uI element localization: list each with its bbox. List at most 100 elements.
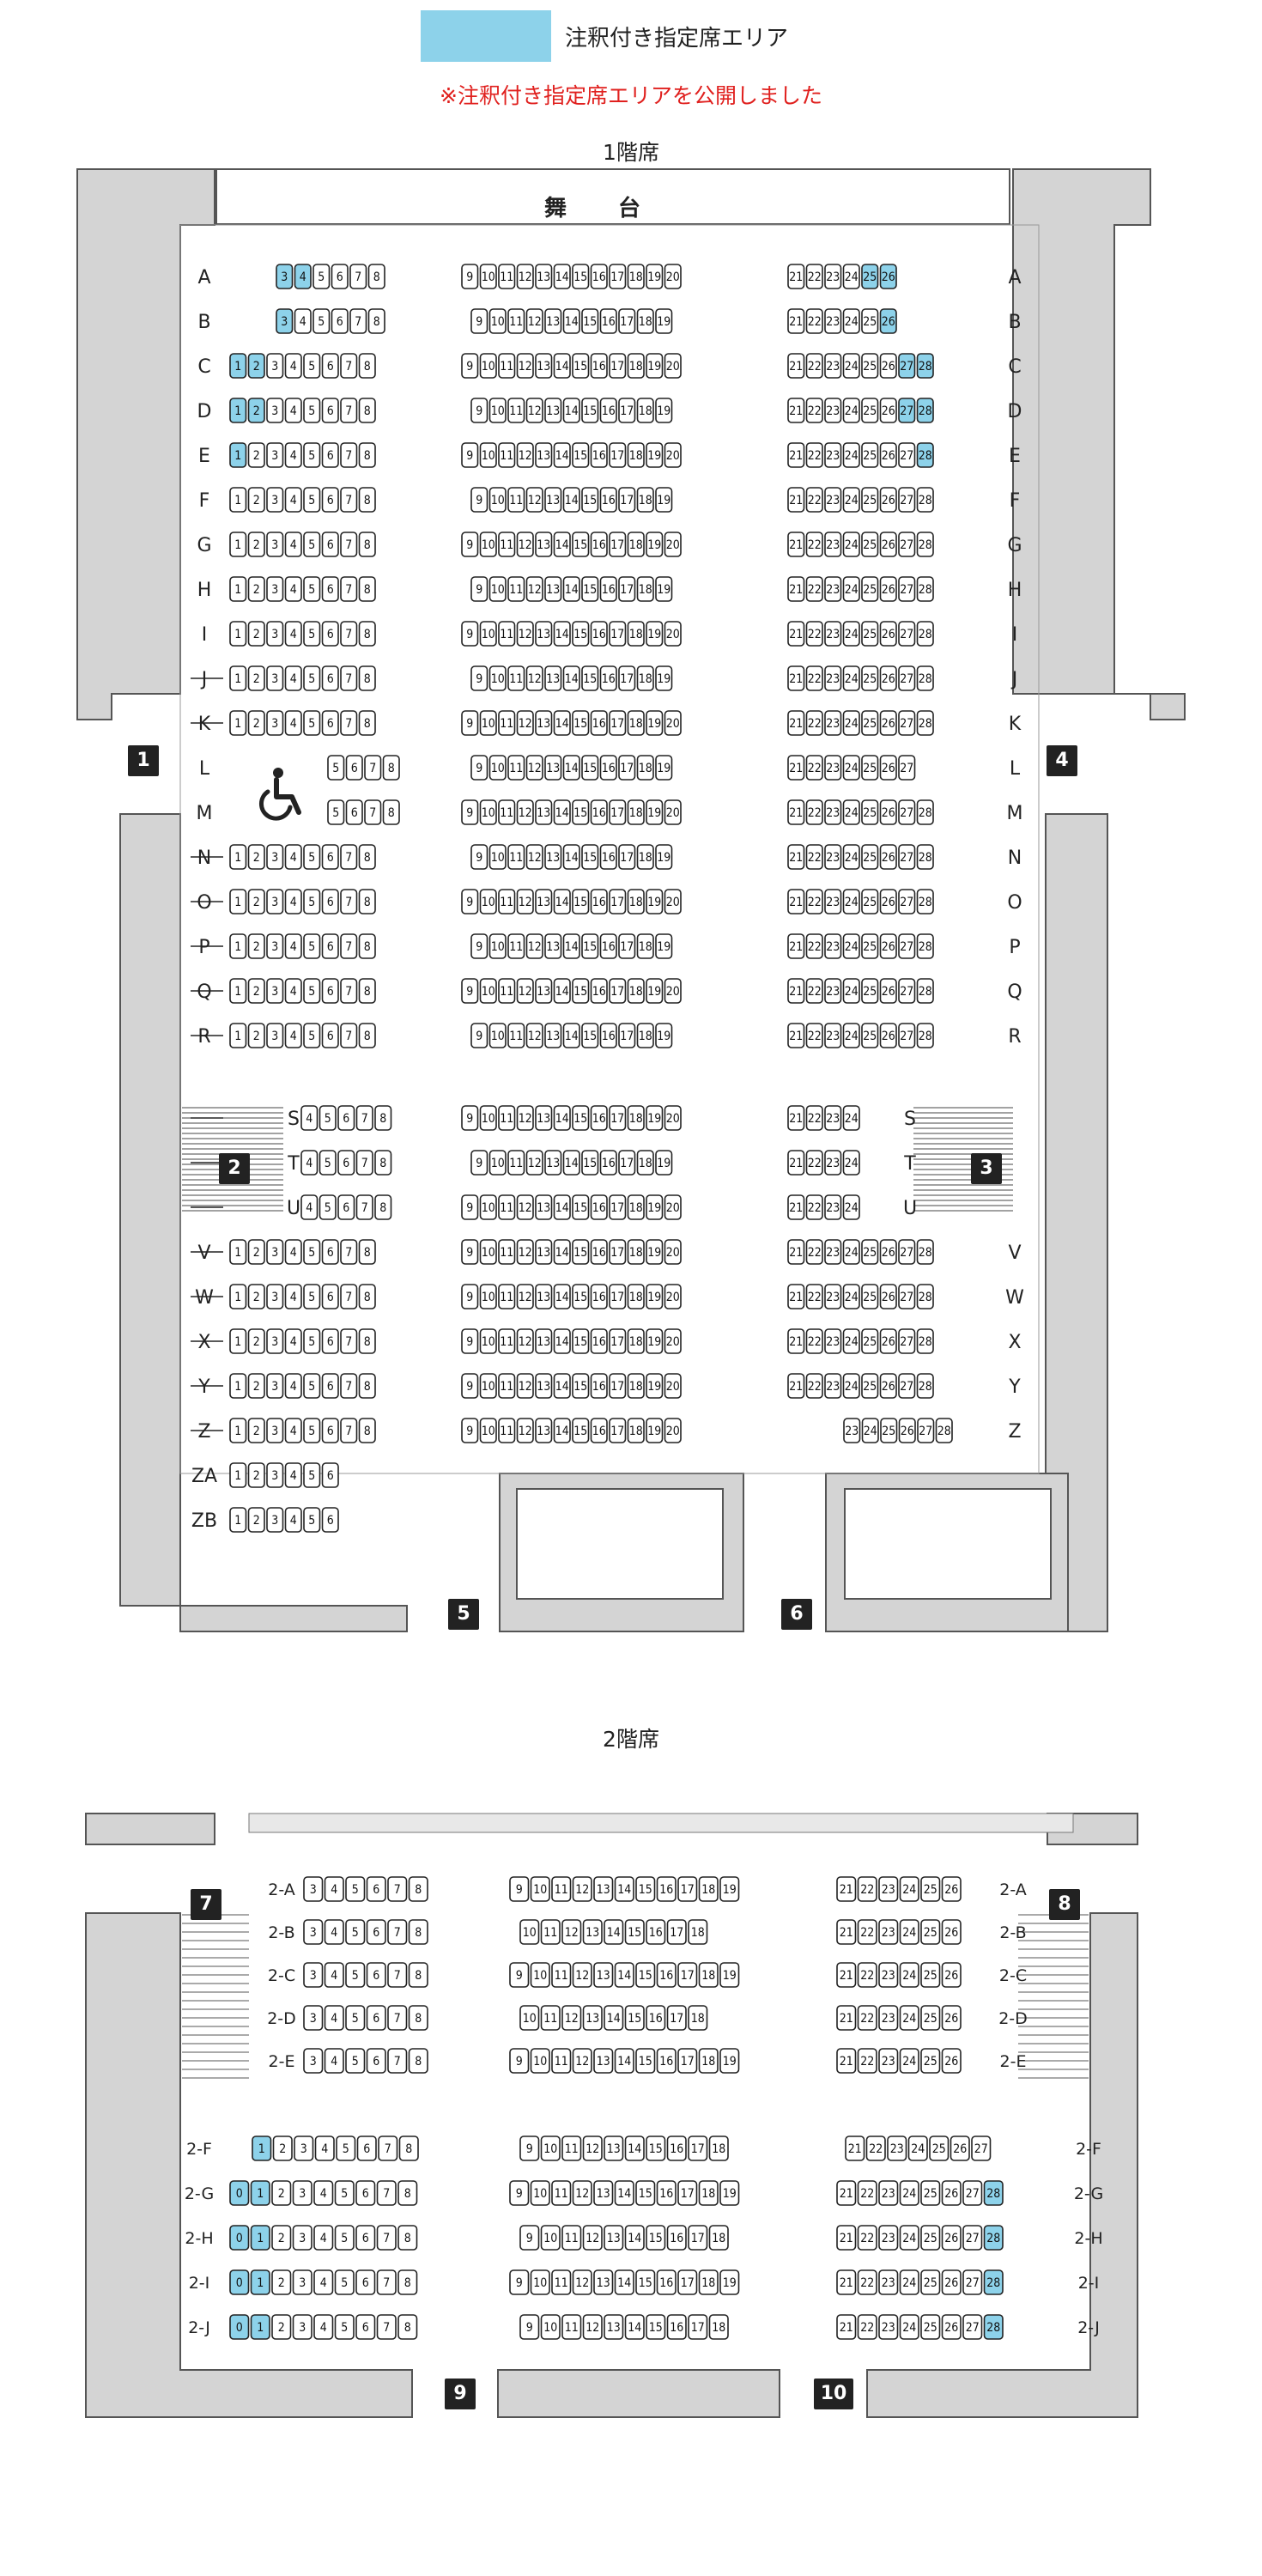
seat: 8: [358, 1023, 376, 1048]
seat: 16: [656, 1876, 677, 1902]
svg-text:15: 15: [583, 1030, 597, 1043]
svg-text:5: 5: [341, 2321, 348, 2335]
seat: 1: [229, 933, 247, 959]
svg-text:24: 24: [845, 538, 859, 552]
svg-text:4: 4: [320, 2187, 327, 2201]
svg-text:17: 17: [610, 1201, 624, 1215]
seat: 3: [292, 2314, 312, 2340]
svg-text:16: 16: [670, 2232, 683, 2245]
svg-text:10: 10: [482, 538, 495, 552]
svg-text:18: 18: [639, 1157, 652, 1170]
svg-text:25: 25: [863, 628, 877, 641]
seat: 5: [319, 1105, 337, 1131]
seat: 8: [358, 353, 376, 379]
svg-text:26: 26: [901, 1425, 914, 1438]
svg-text:14: 14: [628, 2232, 641, 2245]
seat: 20: [664, 532, 682, 557]
seat: 8: [374, 1105, 392, 1131]
seat: 9: [470, 308, 488, 334]
seat: 7: [376, 2180, 397, 2206]
svg-text:3: 3: [271, 628, 278, 641]
svg-text:9: 9: [466, 1380, 473, 1394]
seat: 27: [962, 2269, 983, 2295]
seat: 3: [266, 1373, 284, 1399]
seat: 21: [787, 398, 805, 423]
svg-text:16: 16: [592, 1380, 606, 1394]
svg-text:2: 2: [253, 1246, 260, 1260]
svg-text:27: 27: [966, 2232, 980, 2245]
door-10-badge: 10: [814, 2379, 853, 2409]
svg-text:10: 10: [523, 1926, 537, 1940]
seat: 12: [525, 576, 543, 602]
svg-text:25: 25: [863, 1335, 877, 1349]
svg-text:3: 3: [271, 583, 278, 597]
svg-text:25: 25: [863, 672, 877, 686]
svg-text:9: 9: [476, 583, 482, 597]
svg-text:22: 22: [808, 1201, 822, 1215]
seat: 18: [627, 1284, 645, 1309]
seat: 7: [387, 2005, 408, 2031]
seat: 14: [562, 1023, 580, 1048]
seat: 28: [983, 2314, 1004, 2340]
row-label-right: R: [1008, 1026, 1021, 1048]
svg-text:25: 25: [924, 2276, 937, 2290]
seat: 19: [646, 889, 664, 914]
seat: 14: [604, 1919, 624, 1945]
seat: 3: [266, 665, 284, 691]
seat: 2: [247, 353, 265, 379]
seat: 22: [857, 2048, 877, 2074]
row-label-right: X: [1008, 1332, 1021, 1353]
svg-text:14: 14: [555, 1425, 569, 1438]
row-label-left: 2-A: [268, 1880, 295, 1899]
svg-text:8: 8: [404, 2187, 411, 2201]
svg-text:11: 11: [509, 762, 523, 775]
svg-text:5: 5: [325, 1112, 331, 1126]
seat: 27: [898, 844, 916, 870]
svg-text:27: 27: [900, 538, 913, 552]
seat: 12: [516, 264, 534, 289]
svg-text:13: 13: [537, 538, 550, 552]
seat: 20: [664, 1418, 682, 1443]
seat: 11: [507, 576, 525, 602]
seat: 15: [572, 621, 590, 647]
seat: 25: [920, 2180, 941, 2206]
svg-text:0: 0: [236, 2187, 243, 2201]
svg-text:7: 7: [383, 2187, 390, 2201]
svg-text:18: 18: [629, 717, 643, 731]
seat: 15: [572, 1284, 590, 1309]
svg-text:25: 25: [924, 2321, 937, 2335]
seat: 23: [824, 755, 842, 781]
seat: 17: [609, 1194, 627, 1220]
seat: 21: [787, 621, 805, 647]
seat: 10: [479, 532, 497, 557]
seat: 20: [664, 799, 682, 825]
seat: 24: [861, 1418, 879, 1443]
svg-text:3: 3: [271, 896, 278, 909]
svg-text:27: 27: [900, 449, 913, 463]
svg-text:8: 8: [364, 1246, 371, 1260]
svg-text:26: 26: [882, 762, 895, 775]
svg-text:9: 9: [466, 806, 473, 820]
seat: 4: [284, 844, 302, 870]
svg-text:4: 4: [320, 2321, 327, 2335]
svg-text:28: 28: [986, 2321, 1000, 2335]
seat: 26: [879, 1239, 897, 1265]
row-label-left: G: [197, 535, 211, 556]
svg-text:27: 27: [966, 2276, 980, 2290]
svg-text:3: 3: [271, 360, 278, 374]
svg-text:13: 13: [546, 494, 560, 507]
svg-text:0: 0: [236, 2276, 243, 2290]
seat: 21: [787, 532, 805, 557]
seat: 11: [551, 1876, 572, 1902]
seat: 13: [544, 755, 562, 781]
row-label-left: 2-F: [186, 2140, 212, 2159]
seat: 13: [535, 621, 553, 647]
svg-text:23: 23: [882, 1883, 895, 1897]
svg-text:12: 12: [519, 270, 532, 284]
svg-text:12: 12: [519, 628, 532, 641]
